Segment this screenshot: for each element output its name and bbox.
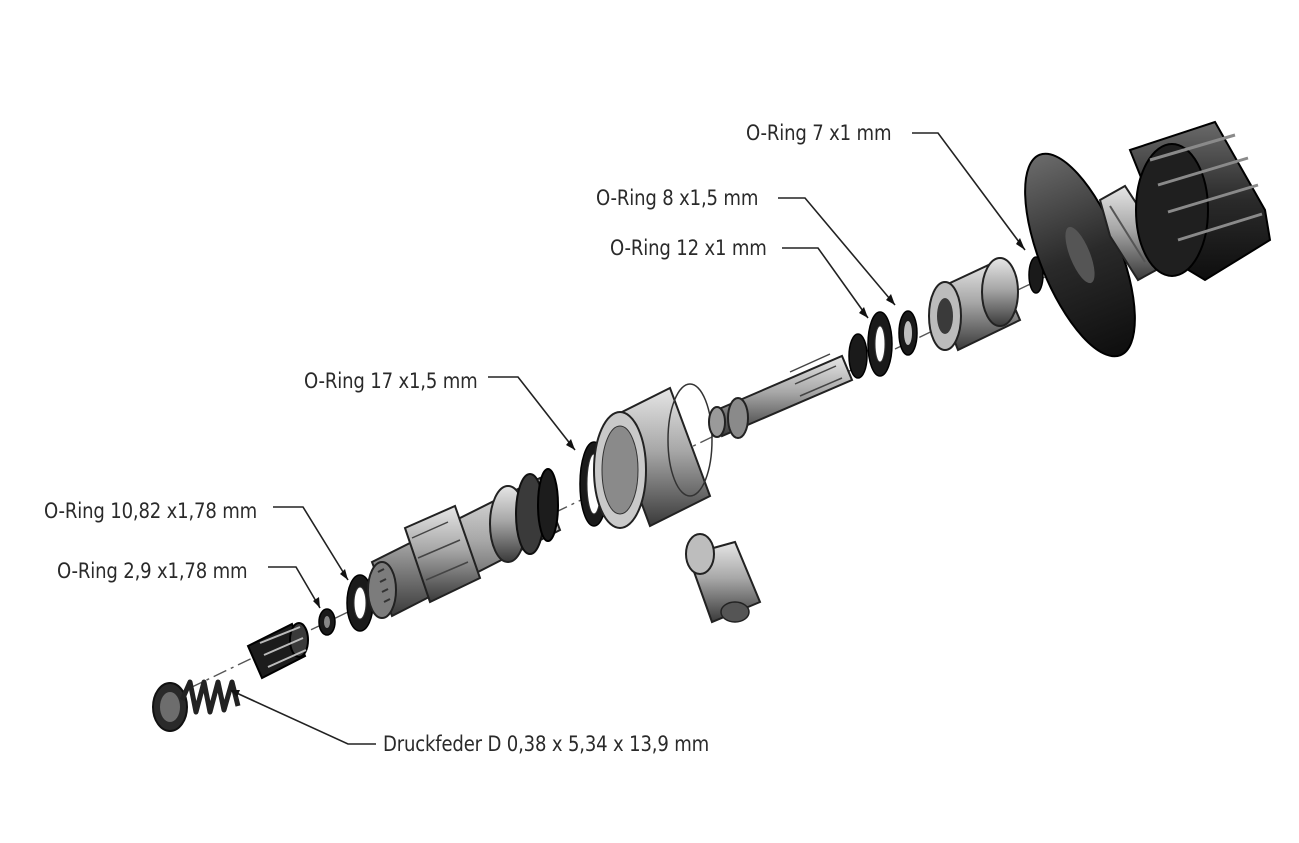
- label-oring-8x1-5: O-Ring 8 x1,5 mm: [596, 186, 759, 210]
- filter-sleeve-part: [246, 622, 309, 680]
- bonnet-part: [928, 257, 1022, 352]
- label-oring-10-82x1-78: O-Ring 10,82 x1,78 mm: [44, 499, 258, 523]
- oring-12-part: [848, 311, 893, 379]
- spring-part: [152, 679, 241, 732]
- small-sleeve-part: [685, 533, 762, 624]
- oring-2-9-part: [318, 608, 336, 636]
- leader-arrowheads: [230, 238, 1025, 697]
- label-oring-2-9x1-78: O-Ring 2,9 x1,78 mm: [57, 559, 248, 583]
- leader-oring-8: [778, 197, 896, 306]
- leader-oring-7: [912, 132, 1026, 251]
- leader-oring-17: [488, 376, 576, 451]
- label-oring-17x1-5: O-Ring 17 x1,5 mm: [304, 369, 478, 393]
- leader-spring: [229, 689, 376, 745]
- label-oring-12x1: O-Ring 12 x1 mm: [610, 236, 767, 260]
- housing-nut-part: [593, 383, 713, 529]
- leader-oring-12: [782, 247, 869, 319]
- valve-body-part: [367, 468, 562, 619]
- oring-7-part: [1028, 256, 1044, 294]
- leader-oring-10-82: [273, 506, 349, 581]
- oring-8-part: [898, 310, 918, 356]
- leader-oring-2-9: [268, 566, 321, 609]
- oring-10-82-part: [346, 574, 374, 632]
- spindle-part: [708, 353, 854, 439]
- handwheel-knob-part: [1128, 120, 1272, 282]
- leader-lines: [229, 132, 1026, 745]
- label-druckfeder: Druckfeder D 0,38 x 5,34 x 13,9 mm: [383, 732, 710, 756]
- label-oring-7x1: O-Ring 7 x1 mm: [746, 121, 892, 145]
